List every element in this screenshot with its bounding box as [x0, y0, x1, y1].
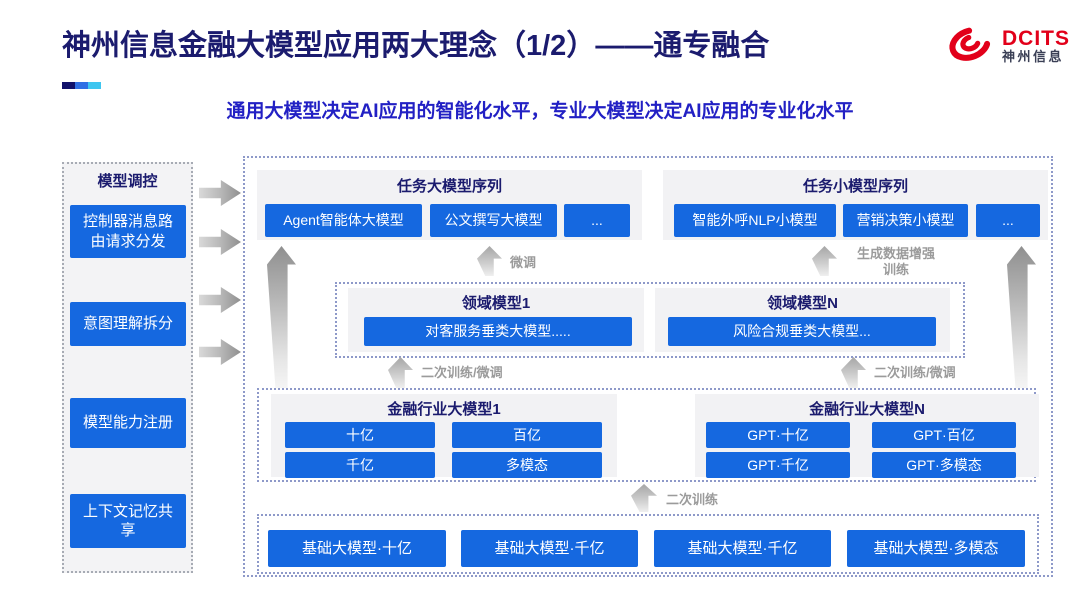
node-base-model-100b-b: 基础大模型·千亿 — [654, 530, 831, 567]
sidebar-node-register: 模型能力注册 — [70, 398, 186, 448]
dcits-swirl-icon — [944, 20, 996, 73]
node-task-large-more: ... — [564, 204, 630, 237]
node-10b-params: 百亿 — [452, 422, 602, 448]
gen-data-train-label: 生成数据增强 训练 — [841, 246, 951, 279]
node-gpt-10b: GPT·百亿 — [872, 422, 1016, 448]
gen-data-train-label-line1: 生成数据增强 — [856, 246, 935, 261]
node-100b-params: 千亿 — [285, 452, 435, 478]
accent-bar-segment — [75, 82, 88, 89]
accent-bar-segment — [62, 82, 75, 89]
industry-model-1-title: 金融行业大模型1 — [387, 401, 501, 418]
page-title: 神州信息金融大模型应用两大理念（1/2）——通专融合 — [62, 30, 770, 62]
node-multimodal: 多模态 — [452, 452, 602, 478]
node-gpt-1b: GPT·十亿 — [706, 422, 850, 448]
node-base-model-100b-a: 基础大模型·千亿 — [461, 530, 638, 567]
node-agent-large-model: Agent智能体大模型 — [265, 204, 422, 237]
node-base-model-multimodal: 基础大模型·多模态 — [847, 530, 1025, 567]
sidebar-node-context: 上下文记忆共享 — [70, 494, 186, 548]
node-1b-params: 十亿 — [285, 422, 435, 448]
gen-data-train-label-line2: 训练 — [882, 262, 909, 278]
flow-arrow-right-icon — [199, 339, 241, 365]
fine-tune-label: 微调 — [510, 255, 537, 270]
sidebar-title: 模型调控 — [97, 173, 158, 190]
task-small-model-title: 任务小模型序列 — [802, 178, 908, 195]
industry-model-n-title: 金融行业大模型N — [809, 401, 925, 418]
domain-model-1-title: 领域模型1 — [461, 295, 531, 312]
sidebar-node-router: 控制器消息路由请求分发 — [70, 205, 186, 258]
flow-arrow-right-icon — [199, 180, 241, 206]
domain-model-n-title: 领域模型N — [767, 295, 838, 312]
node-risk-compliance-model: 风险合规垂类大模型... — [668, 317, 936, 346]
domain-models-frame — [335, 282, 965, 358]
node-gpt-multimodal: GPT·多模态 — [872, 452, 1016, 478]
logo: DCITS 神州信息 — [944, 16, 1070, 76]
retrain-finetune-right-label: 二次训练/微调 — [874, 365, 956, 380]
logo-brand-text: DCITS — [1002, 27, 1070, 51]
node-task-small-more: ... — [976, 204, 1040, 237]
node-base-model-1b: 基础大模型·十亿 — [268, 530, 446, 567]
node-marketing-model: 营销决策小模型 — [843, 204, 968, 237]
task-large-model-title: 任务大模型序列 — [396, 178, 502, 195]
flow-arrow-right-icon — [199, 229, 241, 255]
retrain-finetune-left-label: 二次训练/微调 — [421, 365, 503, 380]
slide-subtitle: 通用大模型决定AI应用的智能化水平，专业大模型决定AI应用的专业化水平 — [226, 101, 854, 122]
logo-brand-cn: 神州信息 — [1002, 49, 1065, 65]
sidebar-node-intent: 意图理解拆分 — [70, 302, 186, 346]
node-doc-writing-model: 公文撰写大模型 — [430, 204, 557, 237]
base-models-frame — [257, 514, 1039, 574]
accent-bar-segment — [88, 82, 101, 89]
node-gpt-100b: GPT·千亿 — [706, 452, 850, 478]
retrain-label: 二次训练 — [666, 492, 719, 507]
flow-arrow-right-icon — [199, 287, 241, 313]
node-customer-service-model: 对客服务垂类大模型..... — [364, 317, 632, 346]
main-diagram-frame — [243, 156, 1053, 577]
node-nlp-callout-model: 智能外呼NLP小模型 — [674, 204, 836, 237]
